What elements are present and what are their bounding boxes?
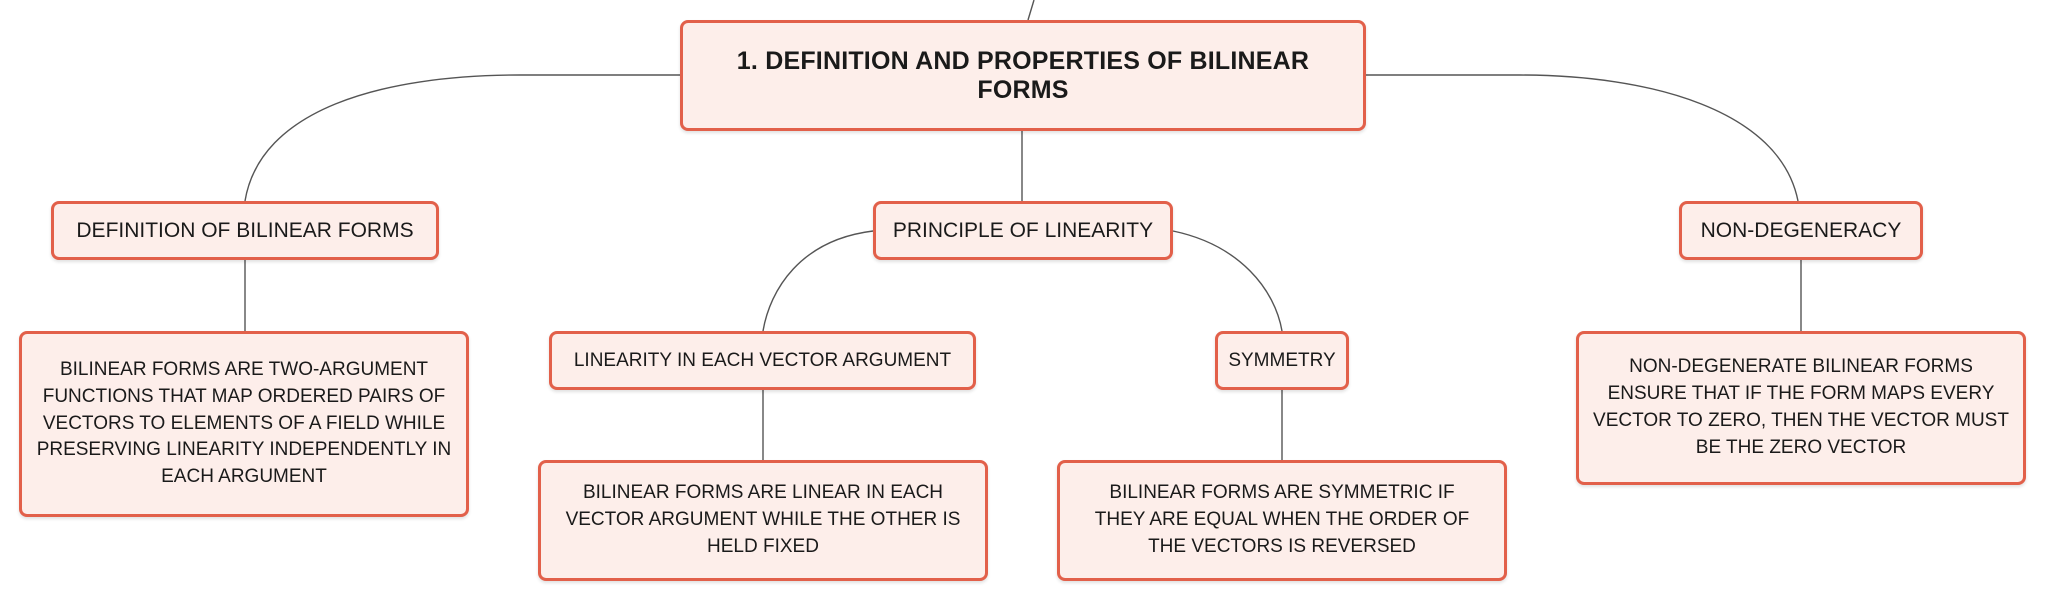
sub-node-vector-argument-label: LINEARITY IN EACH VECTOR ARGUMENT (573, 349, 952, 371)
leaf-node-definition-description[interactable]: BILINEAR FORMS ARE TWO-ARGUMENT FUNCTION… (19, 331, 469, 517)
branch-node-definition-label: DEFINITION OF BILINEAR FORMS (76, 218, 414, 242)
leaf-node-nondegeneracy-description-text: NON-DEGENERATE BILINEAR FORMS ENSURE THA… (1593, 356, 2009, 458)
branch-node-nondegeneracy[interactable]: NON-DEGENERACY (1679, 201, 1923, 260)
leaf-node-vector-argument-description[interactable]: BILINEAR FORMS ARE LINEAR IN EACH VECTOR… (538, 460, 988, 581)
leaf-node-vector-argument-description-text: BILINEAR FORMS ARE LINEAR IN EACH VECTOR… (565, 482, 961, 557)
branch-node-nondegeneracy-label: NON-DEGENERACY (1700, 218, 1902, 242)
branch-node-definition[interactable]: DEFINITION OF BILINEAR FORMS (51, 201, 439, 260)
connector-linearity-to-vector-arg (762, 230, 874, 332)
sub-node-vector-argument[interactable]: LINEARITY IN EACH VECTOR ARGUMENT (549, 331, 976, 390)
branch-node-linearity[interactable]: PRINCIPLE OF LINEARITY (873, 201, 1173, 260)
connector-root-to-definition (244, 74, 680, 202)
connector-root-to-nondegeneracy (1366, 74, 1799, 202)
leaf-node-nondegeneracy-description[interactable]: NON-DEGENERATE BILINEAR FORMS ENSURE THA… (1576, 331, 2026, 485)
sub-node-symmetry[interactable]: SYMMETRY (1215, 331, 1349, 390)
root-node-label: 1. DEFINITION AND PROPERTIES OF BILINEAR… (736, 46, 1310, 104)
connector-parent-stub (1027, 0, 1035, 21)
leaf-node-symmetry-description-text: BILINEAR FORMS ARE SYMMETRIC IF THEY ARE… (1094, 482, 1470, 557)
leaf-node-symmetry-description[interactable]: BILINEAR FORMS ARE SYMMETRIC IF THEY ARE… (1057, 460, 1507, 581)
leaf-node-definition-description-text: BILINEAR FORMS ARE TWO-ARGUMENT FUNCTION… (36, 358, 452, 488)
root-node[interactable]: 1. DEFINITION AND PROPERTIES OF BILINEAR… (680, 20, 1366, 131)
connector-linearity-to-symmetry (1172, 230, 1283, 332)
sub-node-symmetry-label: SYMMETRY (1228, 349, 1336, 371)
branch-node-linearity-label: PRINCIPLE OF LINEARITY (892, 218, 1154, 242)
